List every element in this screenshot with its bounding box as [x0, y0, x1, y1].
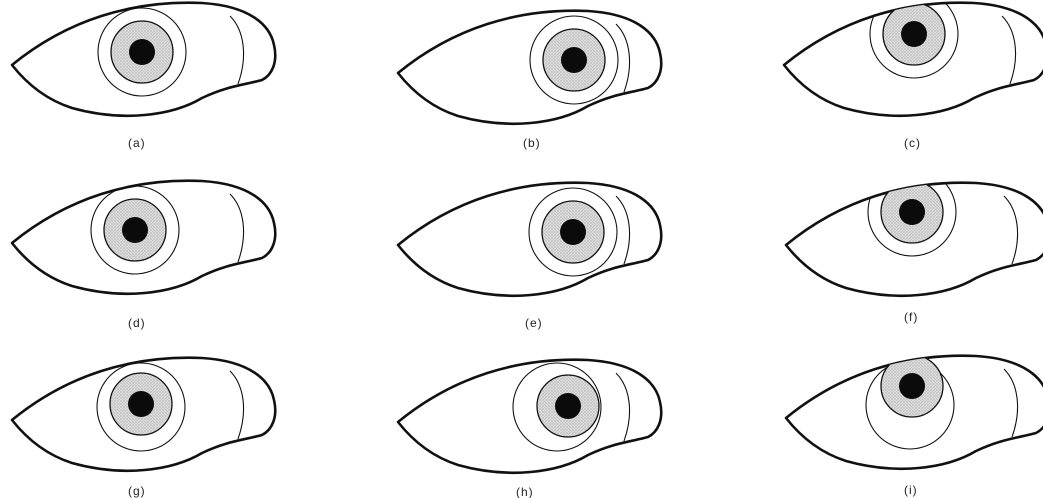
pupil — [122, 217, 148, 243]
eye-panel-f: (f) — [786, 168, 1043, 324]
eye-panel-e: (e) — [398, 183, 661, 330]
eye-drawing — [786, 355, 1043, 469]
pupil — [899, 373, 925, 399]
eye-panel-h: (h) — [398, 360, 661, 498]
pupil — [555, 393, 581, 419]
eye-panel-b: (b) — [398, 11, 661, 150]
pupil — [561, 47, 587, 73]
eye-drawing — [12, 3, 275, 116]
eye-panel-a: (a) — [12, 3, 275, 150]
eye-drawing — [398, 360, 661, 473]
eye-panel-d: (d) — [12, 181, 275, 330]
panel-caption: (b) — [523, 136, 541, 150]
pupil — [128, 391, 154, 417]
eye-panel-c: (c) — [784, 0, 1043, 150]
pupil — [560, 219, 586, 245]
eye-panel-i: (i) — [786, 355, 1043, 497]
panel-caption: (f) — [904, 310, 918, 324]
panel-caption: (i) — [904, 483, 918, 497]
eye-drawing — [784, 0, 1043, 116]
eye-drawing — [12, 181, 275, 294]
pupil — [899, 199, 925, 225]
panel-caption: (d) — [128, 316, 146, 330]
eye-drawing — [398, 183, 661, 296]
panel-caption: (g) — [128, 484, 146, 498]
panel-caption: (c) — [904, 136, 921, 150]
panel-caption: (a) — [128, 136, 146, 150]
panel-caption: (e) — [525, 316, 543, 330]
pupil — [129, 39, 155, 65]
eye-panel-g: (g) — [12, 358, 275, 498]
eye-drawing — [12, 358, 275, 471]
pupil — [901, 21, 927, 47]
eye-drawing — [786, 168, 1043, 296]
eye-drawing — [398, 11, 661, 124]
panel-caption: (h) — [516, 485, 534, 498]
